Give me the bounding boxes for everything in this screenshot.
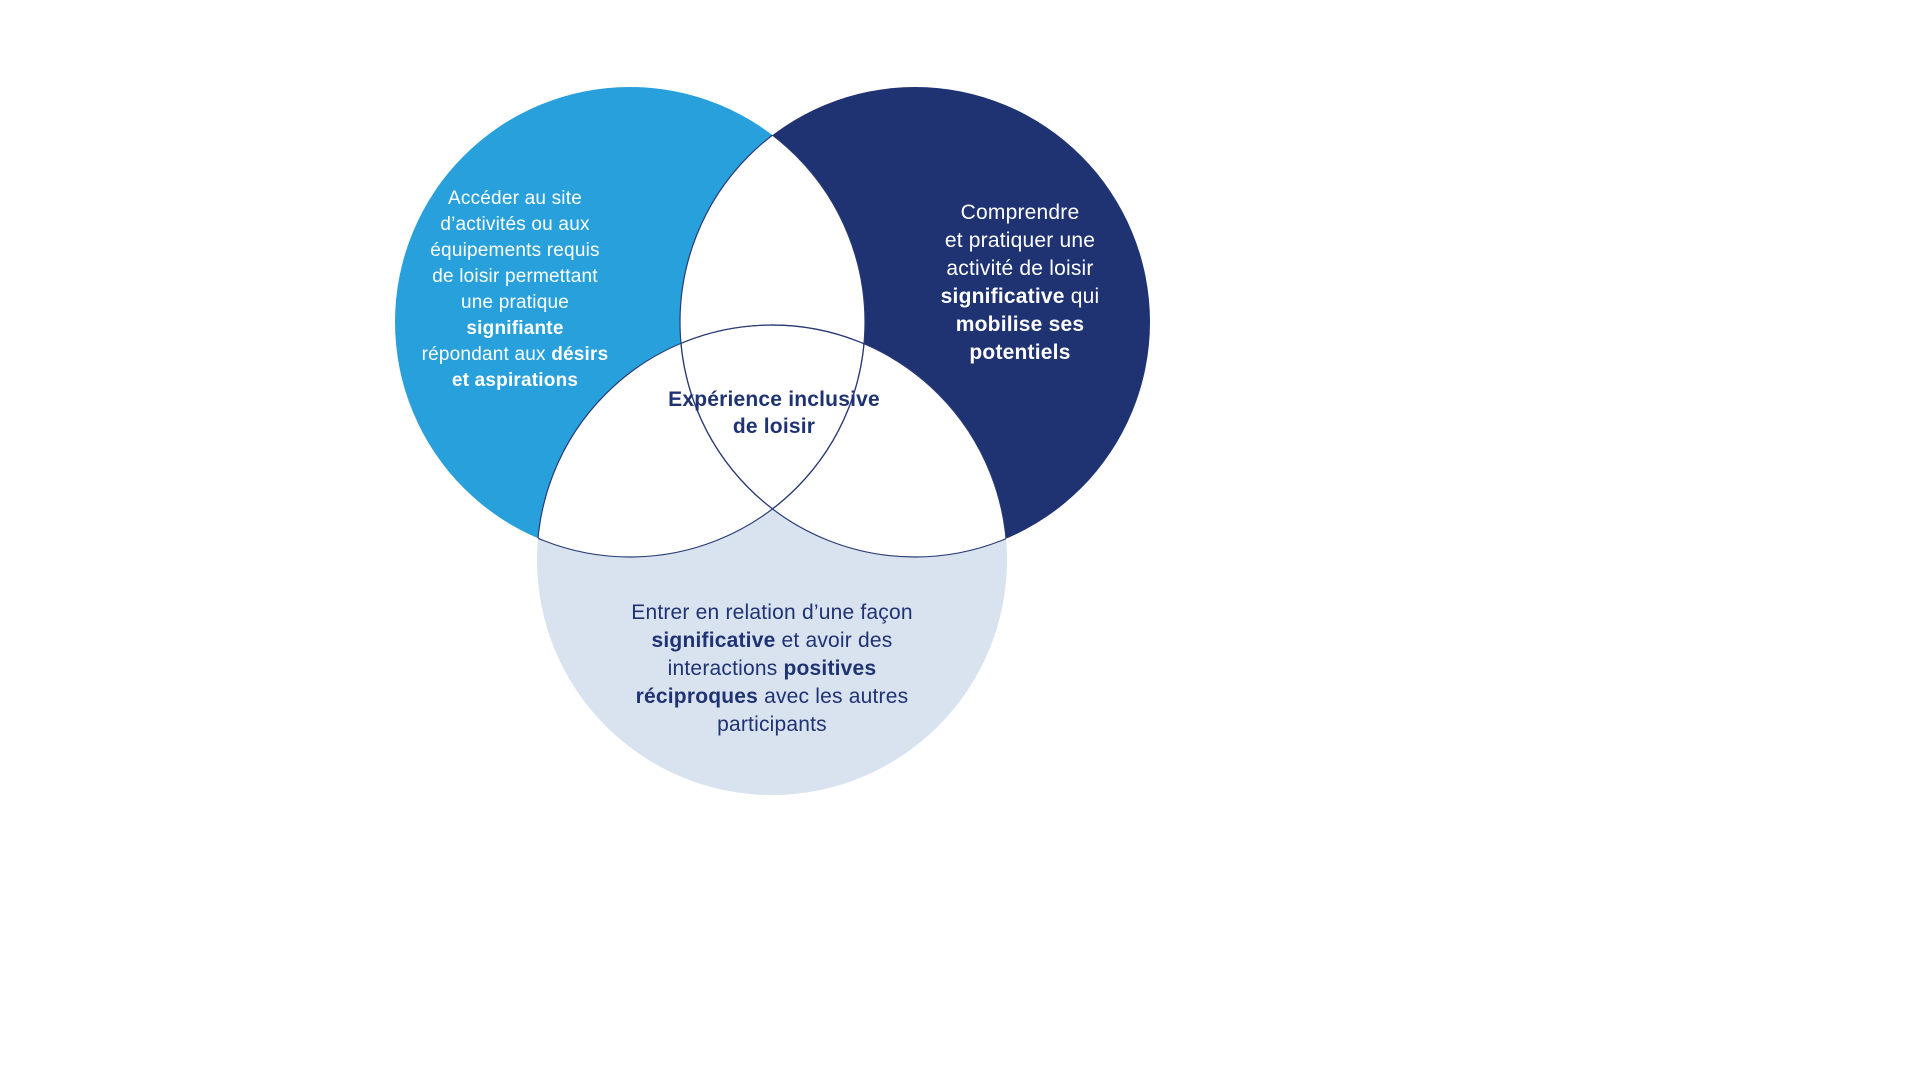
inner-arcs-in-understand — [680, 87, 1008, 557]
overlap-white-b — [680, 87, 1007, 557]
inner-arcs-in-relate — [537, 325, 1007, 558]
